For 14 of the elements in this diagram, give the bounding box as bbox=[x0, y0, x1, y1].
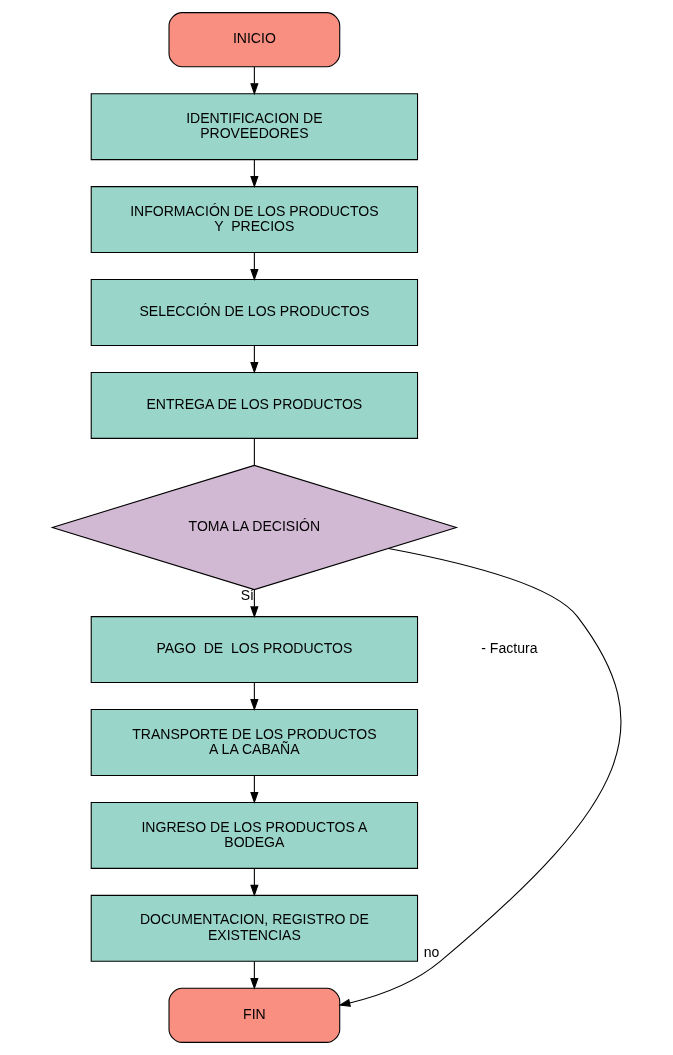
node-box: SELECCIÓN DE LOS PRODUCTOS bbox=[90, 279, 418, 346]
node-box: TRANSPORTE DE LOS PRODUCTOS A LA CABAÑA bbox=[90, 709, 418, 776]
node-box: INGRESO DE LOS PRODUCTOS A BODEGA bbox=[90, 801, 418, 869]
node-box: FIN bbox=[168, 987, 340, 1043]
node-box: INFORMACIÓN DE LOS PRODUCTOS Y PRECIOS bbox=[90, 186, 418, 254]
arrow bbox=[337, 547, 622, 1007]
node-box: INICIO bbox=[168, 12, 340, 68]
connector bbox=[253, 438, 255, 466]
node-box: IDENTIFICACION DE PROVEEDORES bbox=[90, 93, 418, 161]
node-box: ENTREGA DE LOS PRODUCTOS bbox=[90, 371, 418, 439]
label: - Factura bbox=[480, 640, 537, 657]
node-box: DOCUMENTACION, REGISTRO DE EXISTENCIAS bbox=[90, 894, 418, 962]
edge-label: no bbox=[423, 944, 439, 961]
node-box: PAGO DE LOS PRODUCTOS bbox=[90, 616, 418, 684]
